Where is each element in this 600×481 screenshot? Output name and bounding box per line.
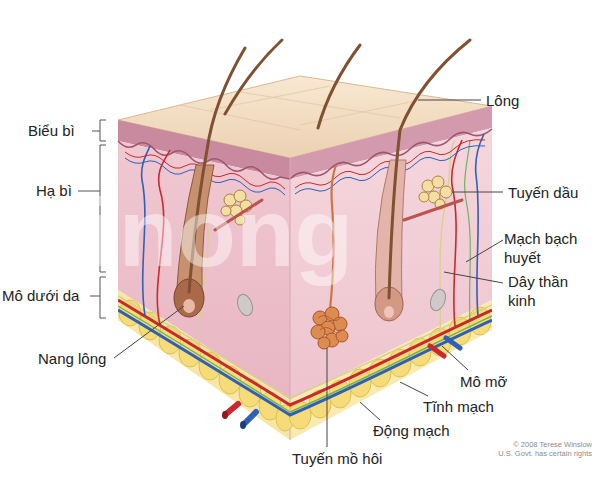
hair [225,40,282,114]
artery [118,300,492,405]
vessel-ends [222,338,460,429]
sweat-gland [318,337,330,349]
copyright-note: U.S. Govt. has certain rights [430,449,592,458]
leader-line [452,192,503,193]
vein [476,134,484,316]
lymph-vessel [465,140,471,320]
bracket [92,120,106,141]
leader-line [418,100,481,101]
part-label: Tuyến mồ hôi [292,449,382,468]
sebaceous-gland [432,176,444,188]
hair-follicle [183,299,195,313]
leader-line [327,348,328,447]
sebaceous-gland [440,186,452,198]
leader-line [442,346,468,370]
part-label: Nang lông [38,349,106,368]
layer-label: Biểu bì [28,121,75,140]
part-label: Động mạch [373,421,450,440]
part-label: Tuyến dầu [508,183,578,202]
watermark: inong [92,178,353,288]
leader-line [400,382,428,396]
corpuscles [235,287,449,317]
corpuscles [428,287,449,312]
arrector-muscle [404,200,462,220]
sebaceous-gland [419,192,429,202]
leader-line [360,402,380,420]
vessel-ends [240,421,246,429]
artery [452,140,462,326]
part-label: Mạch bạch huyết [504,229,596,267]
leader-line [466,240,503,262]
part-label: Dây thần kinh [508,272,588,310]
hair [389,40,470,298]
hair [318,45,360,128]
sweat-gland [336,330,348,342]
sweat-gland [318,316,342,333]
vessel-ends [222,411,228,419]
corpuscles [235,292,256,317]
copyright-note: © 2008 Terese Winslow [430,440,592,449]
hair-follicle [384,306,394,318]
vessel-ends [244,412,256,424]
leader-line [114,306,184,358]
vessel-ends [430,346,444,356]
layer-label: Hạ bì [36,181,72,200]
part-label: Tĩnh mạch [423,397,494,416]
sweat-gland [311,307,348,349]
part-label: Lông [486,91,519,110]
part-label: Mô mỡ [460,372,507,391]
layer-label: Mô dưới da [2,286,79,305]
leader-line [444,272,503,283]
fat-lobules [239,379,261,407]
vessel-ends [226,404,238,414]
vessel-ends [446,338,460,348]
lymph-vessel [118,306,492,412]
